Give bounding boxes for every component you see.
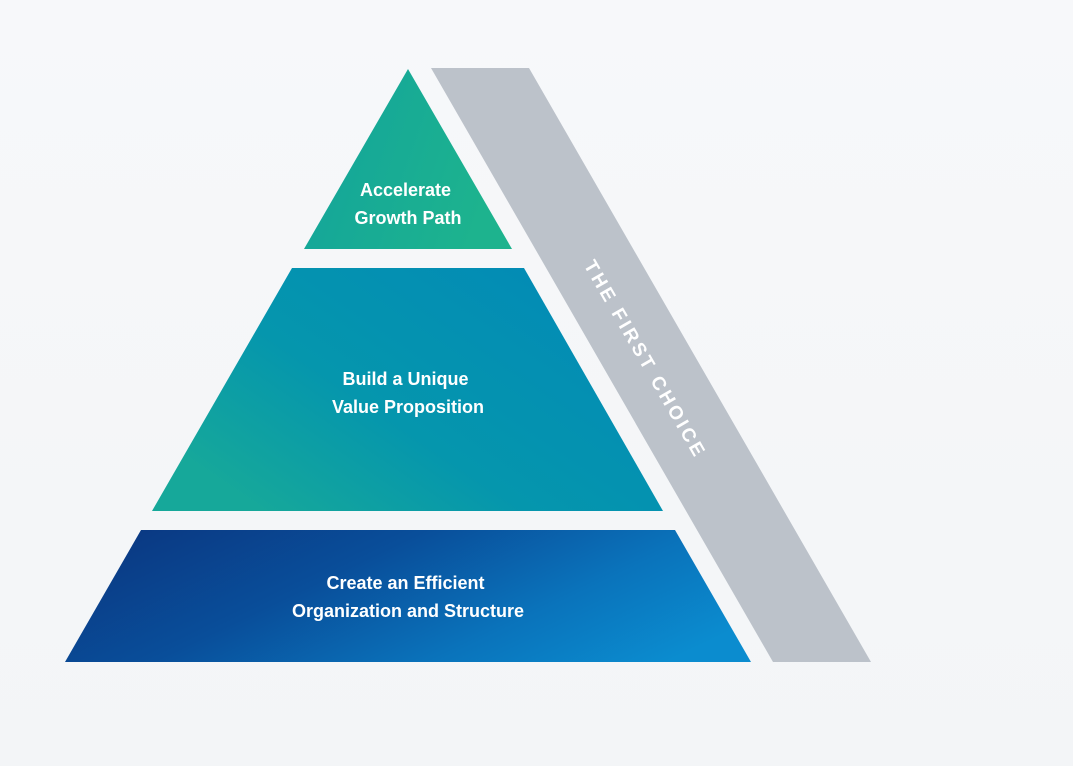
- tier-bottom: [65, 530, 751, 662]
- tier-top-line-1: Accelerate: [360, 180, 451, 200]
- tier-top-label: Accelerate Growth Path: [355, 180, 462, 228]
- tier-top-line-2: Growth Path: [355, 208, 462, 228]
- tier-bottom-line-2: Organization and Structure: [292, 601, 524, 621]
- side-band: [431, 68, 871, 662]
- tier-middle-line-1: Build a Unique: [342, 369, 468, 389]
- tier-bottom-label: Create an Efficient Organization and Str…: [292, 573, 524, 621]
- tier-middle-label: Build a Unique Value Proposition: [332, 369, 484, 417]
- tier-bottom-line-1: Create an Efficient: [326, 573, 484, 593]
- tier-middle-line-2: Value Proposition: [332, 397, 484, 417]
- tier-middle: [152, 268, 663, 511]
- tier-top: [304, 69, 512, 249]
